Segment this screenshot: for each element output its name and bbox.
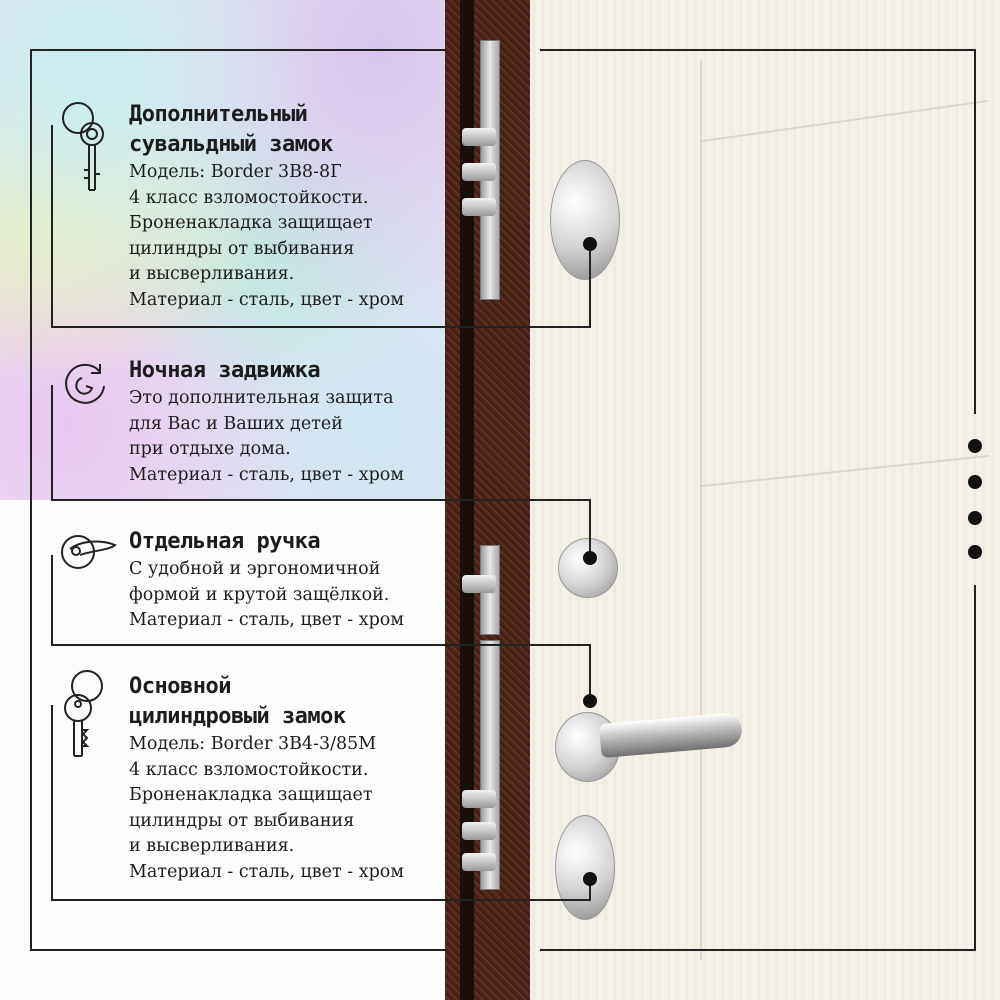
pager-dot[interactable] [968, 545, 982, 559]
section-text: цилиндры от выбивания [129, 238, 355, 259]
connector [51, 899, 591, 901]
section-text: формой и крутой защёлкой. [129, 584, 390, 605]
frame-line [540, 49, 976, 51]
pager-dot[interactable] [968, 439, 982, 453]
pointer-dot [583, 237, 597, 251]
connector [51, 326, 591, 328]
section-text: С удобной и эргономичной [129, 559, 381, 579]
frame-line [974, 49, 976, 414]
pointer-dot [583, 694, 597, 708]
frame-line [30, 49, 445, 51]
section-text: 4 класс взломостойкости. [129, 187, 369, 208]
bolt [462, 853, 496, 871]
section-text: Материал - сталь, цвет - хром [129, 861, 404, 882]
keys-icon [62, 102, 104, 191]
frame-line [540, 949, 976, 951]
bolt [462, 128, 496, 146]
frame-line [974, 585, 976, 951]
connector [589, 644, 591, 700]
section-title: Дополнительный [129, 102, 308, 127]
cylinder-key-icon [64, 670, 103, 757]
rotate-latch-icon [65, 363, 105, 404]
section-text: Материал - сталь, цвет - хром [129, 464, 404, 485]
section-text: 4 класс взломостойкости. [129, 759, 369, 780]
latch-bolt [462, 575, 496, 593]
door-handle-icon [61, 535, 117, 569]
section-text: и высверливания. [129, 264, 295, 284]
pager-dot[interactable] [968, 475, 982, 489]
section-title: Отдельная ручка [129, 529, 321, 554]
section-text: Материал - сталь, цвет - хром [129, 289, 404, 310]
section-title: сувальдный замок [129, 132, 333, 157]
connector [51, 385, 53, 501]
section-cylinder-lock: Основной цилиндровый замок Модель: Borde… [129, 672, 404, 885]
section-text: Модель: Border 3В4-3/85М [129, 734, 377, 754]
section-text: Модель: Border 3В8-8Г [129, 162, 342, 182]
section-title: Основной [129, 674, 231, 699]
pointer-dot [583, 551, 597, 565]
section-title: Ночная задвижка [129, 358, 321, 383]
connector [51, 555, 53, 646]
connector [589, 499, 591, 557]
pointer-dot [583, 872, 597, 886]
section-text: Это дополнительная защита [129, 388, 394, 408]
bolt [462, 198, 496, 216]
bolt [462, 822, 496, 840]
section-text: Материал - сталь, цвет - хром [129, 610, 404, 630]
connector [51, 125, 53, 328]
iridescent-background [0, 0, 445, 500]
bolt [462, 163, 496, 181]
connector [51, 499, 591, 501]
connector [51, 644, 591, 646]
frame-line [30, 949, 445, 951]
lock-escutcheon-upper [550, 160, 620, 280]
section-title: цилиндровый замок [129, 704, 346, 729]
section-night-latch: Ночная задвижка Это дополнительная защит… [129, 356, 404, 488]
bolt [462, 790, 496, 808]
door-panel-groove [700, 60, 702, 960]
lock-escutcheon-lower [555, 815, 615, 920]
section-text: Броненакладка защищает [129, 213, 373, 233]
connector [589, 243, 591, 328]
section-handle: Отдельная ручка С удобной и эргономичной… [129, 527, 404, 634]
pager-dot[interactable] [968, 511, 982, 525]
section-text: для Вас и Ваших детей [129, 413, 343, 434]
section-text: при отдыхе дома. [129, 439, 291, 459]
frame-line [30, 49, 32, 951]
section-text: цилиндры от выбивания [129, 810, 355, 831]
night-latch-knob [558, 538, 618, 598]
door-surface [530, 0, 1000, 1000]
section-text: Броненакладка защищает [129, 785, 373, 805]
section-text: и высверливания. [129, 836, 295, 856]
section-sliding-lock: Дополнительный сувальдный замок Модель: … [129, 100, 404, 313]
connector [589, 878, 591, 901]
connector [51, 705, 53, 901]
